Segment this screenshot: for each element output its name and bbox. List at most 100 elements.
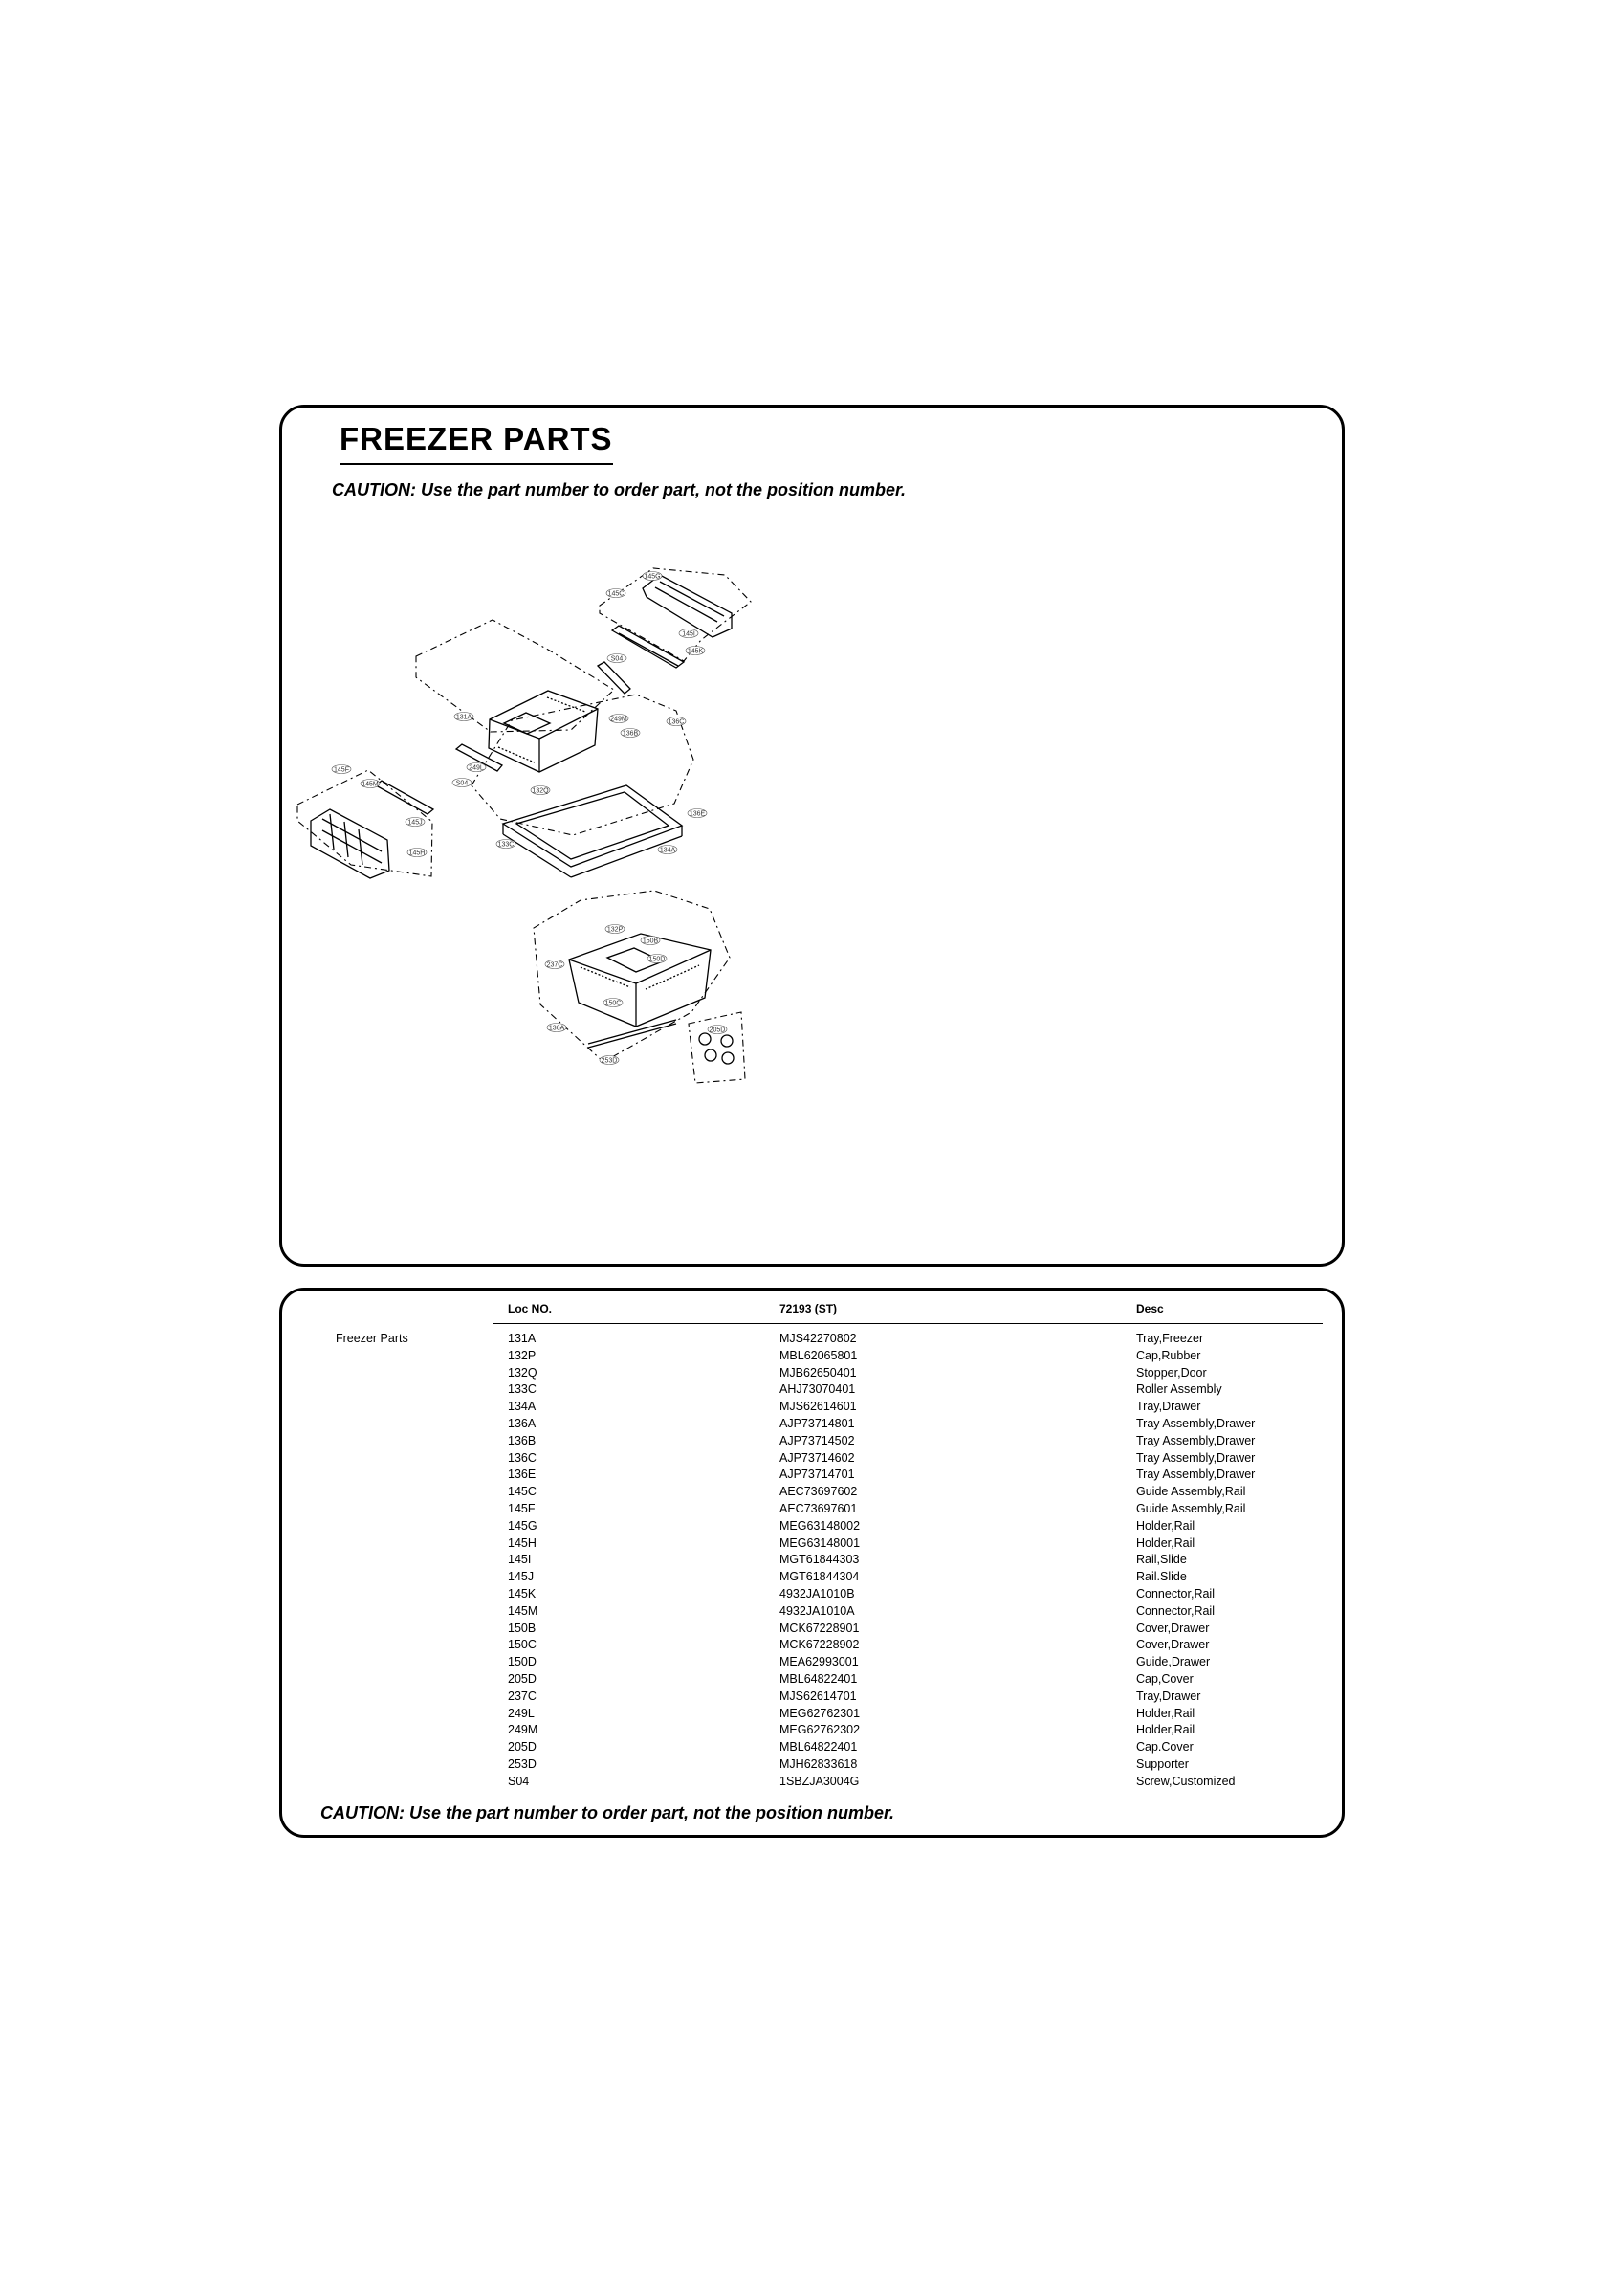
part-number-cell: AJP73714701 — [779, 1468, 855, 1482]
table-row: 150C MCK67228902 Cover,Drawer — [282, 1637, 1342, 1654]
desc-cell: Tray Assembly,Drawer — [1136, 1433, 1256, 1447]
desc-cell: Holder,Rail — [1136, 1535, 1195, 1550]
desc-cell: Guide Assembly,Rail — [1136, 1485, 1246, 1499]
desc-cell: Cap,Cover — [1136, 1671, 1194, 1686]
loc-cell: 145H — [508, 1535, 537, 1550]
callout: 136C — [666, 717, 687, 726]
svg-text:132Q: 132Q — [532, 788, 549, 795]
part-number-cell: MCK67228902 — [779, 1638, 860, 1652]
table-row: 205D MBL64822401 Cap,Cover — [282, 1671, 1342, 1689]
loc-cell: 249L — [508, 1706, 535, 1720]
part-number-cell: 1SBZJA3004G — [779, 1774, 860, 1788]
diagram-panel: FREEZER PARTS CAUTION: Use the part numb… — [279, 405, 1345, 1267]
svg-text:249L: 249L — [469, 765, 484, 772]
svg-text:150D: 150D — [649, 957, 666, 963]
callout: 131A — [453, 712, 474, 721]
caution-note-bottom: CAUTION: Use the part number to order pa… — [320, 1803, 895, 1822]
svg-text:145C: 145C — [608, 591, 625, 598]
loc-cell: 205D — [508, 1740, 537, 1755]
loc-cell: 150D — [508, 1655, 537, 1669]
table-row: 145J MGT61844304 Rail.Slide — [282, 1569, 1342, 1586]
part-number-cell: MCK67228901 — [779, 1621, 860, 1635]
loc-cell: 145K — [508, 1586, 537, 1601]
svg-text:133C: 133C — [498, 842, 515, 849]
loc-cell: 136B — [508, 1433, 537, 1447]
loc-cell: 145G — [508, 1518, 537, 1533]
callout: 145I — [678, 629, 699, 638]
desc-cell: Connector,Rail — [1136, 1586, 1215, 1601]
column-header-loc: Loc NO. — [508, 1302, 553, 1315]
part-number-cell: MBL62065801 — [779, 1348, 858, 1362]
desc-cell: Roller Assembly — [1136, 1382, 1222, 1397]
callout: 134A — [657, 845, 678, 854]
group-label: Freezer Parts — [336, 1332, 408, 1345]
table-row: 145F AEC73697601 Guide Assembly,Rail — [282, 1501, 1342, 1518]
table-row: Freezer Parts 131A MJS42270802 Tray,Free… — [282, 1331, 1342, 1348]
part-number-cell: AEC73697602 — [779, 1485, 858, 1499]
loc-cell: 132P — [508, 1348, 537, 1362]
callout-labels: 145C 145G 145I 145K S04 131A 249M 136B 1… — [331, 571, 728, 1065]
header-divider — [493, 1323, 1323, 1324]
callout: 145H — [406, 848, 428, 857]
part-number-cell: MEG62762302 — [779, 1723, 861, 1737]
part-number-cell: MJS62614701 — [779, 1689, 857, 1703]
table-row: 145C AEC73697602 Guide Assembly,Rail — [282, 1484, 1342, 1501]
loc-cell: 145F — [508, 1501, 536, 1515]
table-row: 249M MEG62762302 Holder,Rail — [282, 1722, 1342, 1739]
loc-cell: 145M — [508, 1603, 538, 1618]
loc-cell: 133C — [508, 1382, 537, 1397]
callout: 205D — [707, 1025, 728, 1034]
desc-cell: Tray,Drawer — [1136, 1400, 1201, 1414]
callout: 145K — [685, 646, 706, 655]
callout: S04 — [606, 653, 627, 663]
callout: 145M — [360, 779, 381, 788]
loc-cell: 150B — [508, 1621, 537, 1635]
table-row: 132Q MJB62650401 Stopper,Door — [282, 1365, 1342, 1382]
table-row: 145H MEG63148001 Holder,Rail — [282, 1535, 1342, 1553]
desc-cell: Holder,Rail — [1136, 1706, 1195, 1720]
loc-cell: 249M — [508, 1723, 538, 1737]
callout: 253D — [599, 1055, 620, 1065]
loc-cell: S04 — [508, 1774, 530, 1788]
callout: 150D — [647, 954, 668, 963]
part-number-cell: 4932JA1010B — [779, 1586, 855, 1601]
callout: 150B — [640, 936, 661, 945]
part-number-cell: MBL64822401 — [779, 1671, 858, 1686]
svg-text:145I: 145I — [682, 631, 695, 638]
desc-cell: Cap,Rubber — [1136, 1348, 1201, 1362]
callout: 136E — [687, 808, 708, 818]
callout: S04 — [451, 778, 472, 787]
table-row: 145G MEG63148002 Holder,Rail — [282, 1518, 1342, 1535]
loc-cell: 131A — [508, 1332, 537, 1345]
loc-cell: 205D — [508, 1671, 537, 1686]
table-row: 136B AJP73714502 Tray Assembly,Drawer — [282, 1433, 1342, 1450]
exploded-parts-diagram: 145C 145G 145I 145K S04 131A 249M 136B 1… — [296, 567, 752, 1084]
svg-text:145J: 145J — [407, 820, 422, 827]
desc-cell: Tray,Drawer — [1136, 1689, 1201, 1703]
callout: 150C — [603, 998, 624, 1007]
caution-note-top: CAUTION: Use the part number to order pa… — [332, 480, 907, 499]
part-number-cell: MJH62833618 — [779, 1756, 858, 1771]
callout: 237C — [544, 960, 565, 969]
table-row: 145I MGT61844303 Rail,Slide — [282, 1552, 1342, 1569]
table-row: 133C AHJ73070401 Roller Assembly — [282, 1381, 1342, 1399]
loc-cell: 237C — [508, 1689, 537, 1703]
table-row: 150D MEA62993001 Guide,Drawer — [282, 1654, 1342, 1671]
desc-cell: Holder,Rail — [1136, 1723, 1195, 1737]
drawer-tray-middle — [501, 784, 684, 878]
callout: 132Q — [530, 785, 551, 795]
desc-cell: Cap.Cover — [1136, 1740, 1194, 1755]
parts-table-panel: Loc NO. 72193 (ST) Desc Freezer Parts 13… — [279, 1288, 1345, 1838]
part-number-cell: MEG63148001 — [779, 1535, 861, 1550]
part-number-cell: MGT61844304 — [779, 1570, 860, 1584]
part-number-cell: MJB62650401 — [779, 1365, 857, 1380]
callout: 145F — [331, 764, 352, 774]
desc-cell: Stopper,Door — [1136, 1365, 1207, 1380]
svg-text:145G: 145G — [644, 574, 660, 581]
page-title: FREEZER PARTS — [340, 421, 613, 465]
svg-text:S04: S04 — [456, 781, 469, 787]
svg-text:136B: 136B — [623, 731, 639, 738]
callout: 136A — [546, 1023, 567, 1032]
svg-text:237C: 237C — [547, 962, 563, 969]
loc-cell: 145J — [508, 1570, 535, 1584]
